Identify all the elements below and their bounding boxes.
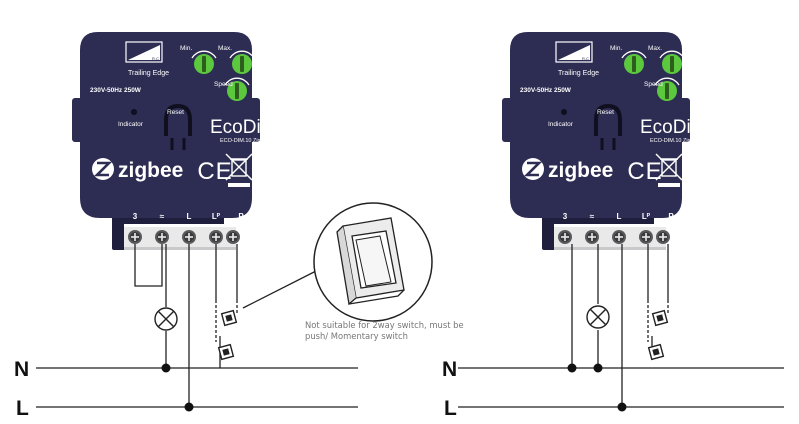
left-brand-logo: EcoDim® [210, 117, 282, 138]
left-terminal-label-3: 3 [133, 212, 138, 221]
right-min-label: Min. [610, 45, 622, 52]
left-indicator-label: Indicator [118, 121, 144, 128]
right-terminal-label-ac: ≈ [590, 212, 595, 221]
right-zigbee-label: zigbee [548, 159, 613, 182]
right-reset-label: Reset [597, 109, 614, 116]
left-terminal-label-lp: Lᴾ [212, 212, 221, 221]
right-ce-mark: CE [627, 158, 662, 185]
left-junction-n [161, 363, 171, 373]
right-junction-n2 [593, 363, 603, 373]
right-junction-l [617, 402, 627, 412]
right-wiring [458, 244, 784, 408]
right-rating-label: 230V-50Hz 250W [520, 87, 572, 94]
right-terminal-label-lp: Lᴾ [642, 212, 651, 221]
left-reset-label: Reset [167, 109, 184, 116]
right-terminal-label-l: L [617, 212, 622, 221]
right-terminal-label-p: P [668, 212, 674, 221]
left-rating-label: 230V-50Hz 250W [90, 87, 142, 94]
left-terminal-label-l: L [187, 212, 192, 221]
right-trailing-edge-label: Trailing Edge [558, 70, 599, 77]
right-speed-label: Speed [644, 81, 663, 88]
right-l-line-label: L [444, 397, 457, 420]
right-lamp-icon [586, 305, 610, 329]
right-brand-logo: EcoDim® [640, 117, 712, 138]
left-l-line-label: L [16, 397, 29, 420]
left-dimmer-device: R,C Trailing Edge 230V-50Hz 250W Min. Ma… [70, 30, 282, 252]
left-lamp-icon [154, 307, 178, 331]
rocker-switch-icon [336, 217, 405, 306]
right-switch-dashed-loop [647, 300, 669, 342]
left-terminal-label-ac: ≈ [160, 212, 165, 221]
left-rc-label: R,C [152, 56, 159, 61]
left-min-label: Min. [180, 45, 192, 52]
left-ce-mark: CE [197, 158, 232, 185]
left-n-line-label: N [14, 358, 29, 381]
right-push-switch-bottom-icon [647, 343, 665, 361]
right-terminal-label-3: 3 [563, 212, 568, 221]
left-terminal-label-p: P [238, 212, 244, 221]
right-dimmer-device: R,C Trailing Edge 230V-50Hz 250W Min. Ma… [500, 30, 712, 252]
left-speed-label: Speed [214, 81, 233, 88]
right-max-label: Max. [648, 45, 662, 52]
left-switch-dashed-loop [215, 300, 238, 342]
left-zigbee-label: zigbee [118, 159, 183, 182]
left-wiring [36, 244, 358, 408]
left-trailing-edge-label: Trailing Edge [128, 70, 169, 77]
right-indicator-label: Indicator [548, 121, 574, 128]
left-max-label: Max. [218, 45, 232, 52]
left-junction-l [184, 402, 194, 412]
right-push-switch-top-icon [651, 309, 669, 327]
right-n-line-label: N [442, 358, 457, 381]
rocker-switch-zoom [313, 202, 433, 322]
left-push-switch-top-icon [220, 309, 238, 327]
left-push-switch-bottom-icon [217, 343, 235, 361]
left-model-label: ECO-DIM.10 Zigbee [220, 138, 270, 144]
right-junction-n1 [567, 363, 577, 373]
switch-warning-note: Not suitable for 2way switch, must be pu… [305, 320, 464, 341]
right-model-label: ECO-DIM.10 Zigbee [650, 138, 700, 144]
right-rc-label: R,C [582, 56, 589, 61]
